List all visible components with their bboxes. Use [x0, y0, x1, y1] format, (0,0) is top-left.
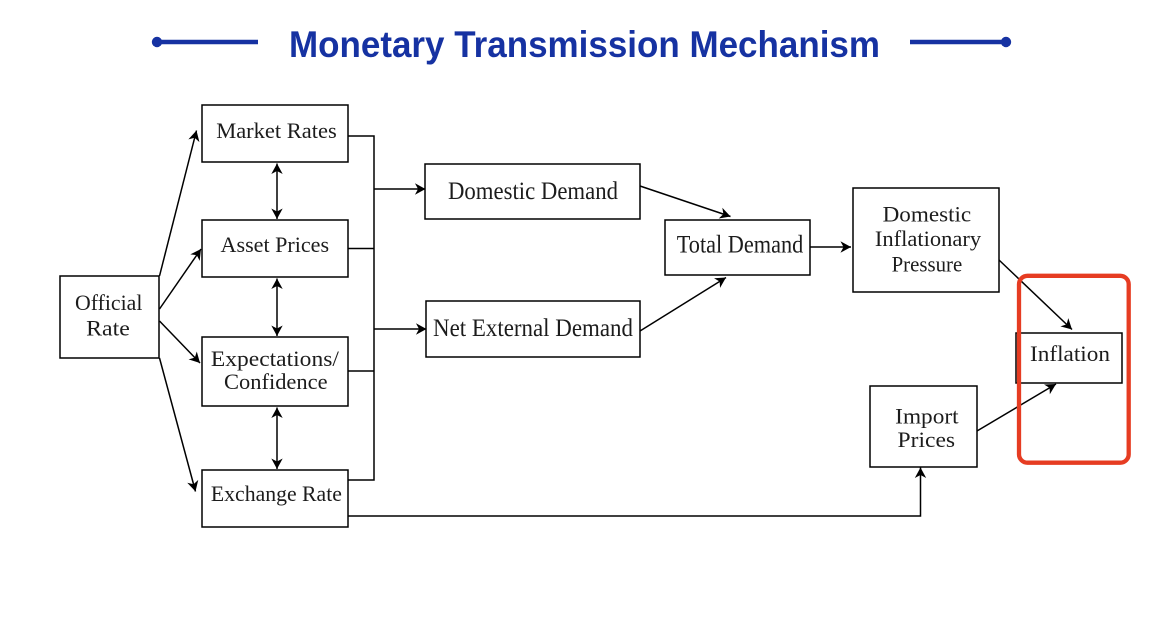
svg-text:Rate: Rate	[86, 316, 130, 341]
svg-text:Total Demand: Total Demand	[677, 230, 804, 259]
svg-text:Domestic: Domestic	[883, 202, 972, 227]
svg-text:Domestic Demand: Domestic Demand	[448, 176, 618, 205]
svg-text:Asset Prices: Asset Prices	[221, 232, 330, 257]
svg-text:Official: Official	[75, 290, 142, 315]
svg-text:Monetary Transmission Mechanis: Monetary Transmission Mechanism	[289, 24, 880, 65]
svg-text:Confidence: Confidence	[224, 369, 328, 394]
svg-text:Exchange Rate: Exchange Rate	[211, 481, 342, 506]
svg-text:Pressure: Pressure	[892, 252, 963, 277]
svg-text:Prices: Prices	[898, 427, 956, 452]
svg-text:Import: Import	[895, 404, 959, 429]
svg-text:Expectations/: Expectations/	[211, 346, 340, 371]
svg-text:Market Rates: Market Rates	[216, 118, 337, 143]
svg-text:Net External Demand: Net External Demand	[433, 313, 633, 342]
svg-text:Inflation: Inflation	[1030, 341, 1110, 366]
svg-text:Inflationary: Inflationary	[875, 226, 982, 251]
